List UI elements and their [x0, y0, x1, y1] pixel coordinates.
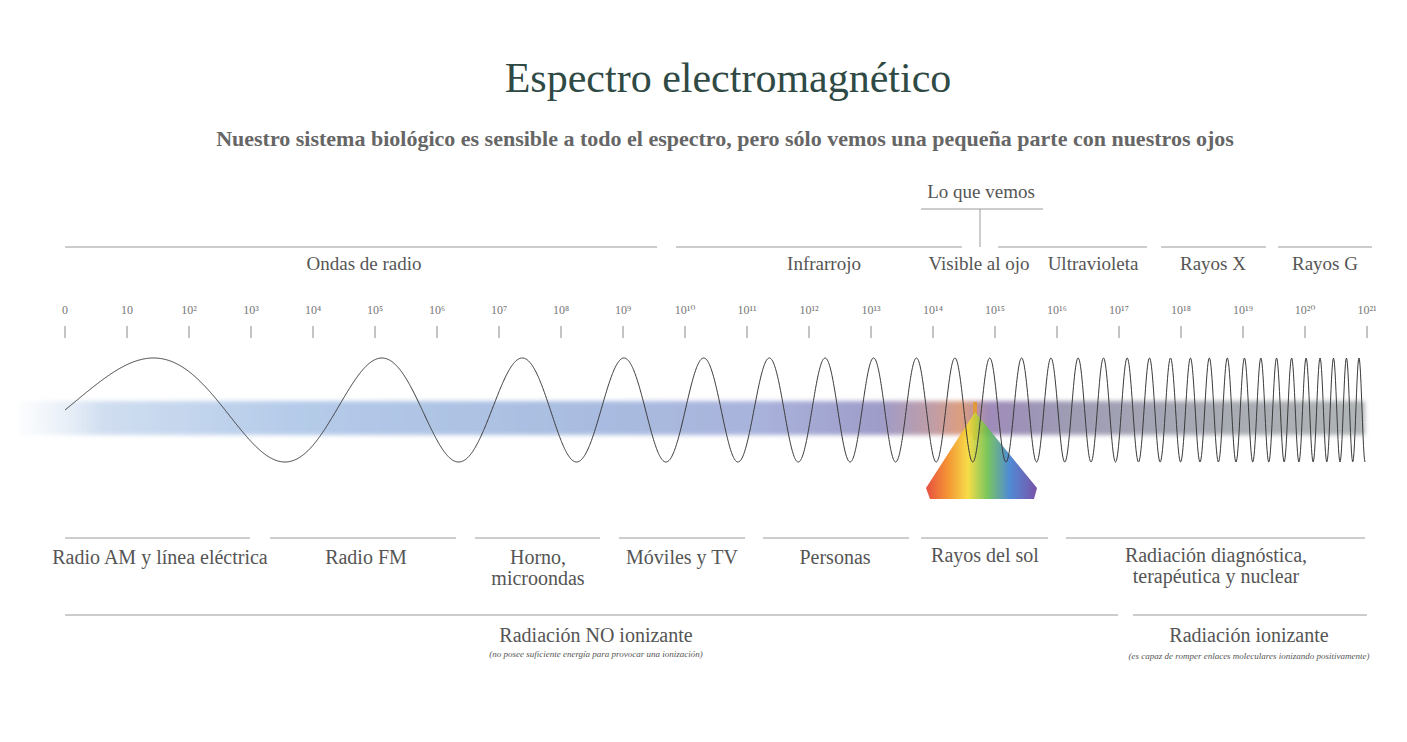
- axis-value: 10¹⁶: [1047, 304, 1067, 317]
- source-label: Personas: [799, 547, 870, 568]
- axis-tick: [1243, 326, 1244, 338]
- axis-tick: [65, 326, 66, 338]
- axis-value: 10²⁰: [1295, 304, 1315, 317]
- axis-value: 10⁹: [615, 304, 631, 317]
- subtitle: Nuestro sistema biológico es sensible a …: [216, 127, 1234, 150]
- band-label: Rayos X: [1180, 254, 1246, 274]
- band-label: Rayos G: [1292, 254, 1358, 274]
- axis-tick: [1057, 326, 1058, 338]
- source-label: Radio AM y línea eléctrica: [52, 547, 267, 568]
- axis-value: 10²¹: [1357, 304, 1376, 317]
- band-label: Ondas de radio: [306, 254, 421, 274]
- axis-tick: [1181, 326, 1182, 338]
- axis-tick: [499, 326, 500, 338]
- axis-tick: [127, 326, 128, 338]
- axis-value: 10¹⁵: [985, 304, 1005, 317]
- axis-tick: [995, 326, 996, 338]
- axis-value: 10⁶: [429, 304, 445, 317]
- source-label: Radio FM: [325, 547, 407, 568]
- axis-tick: [747, 326, 748, 338]
- axis-tick: [189, 326, 190, 338]
- class-label: Radiación ionizante: [1169, 625, 1328, 646]
- axis-tick: [375, 326, 376, 338]
- axis-tick: [437, 326, 438, 338]
- source-label: Rayos del sol: [931, 545, 1039, 566]
- axis-value: 10¹⁸: [1171, 304, 1191, 317]
- class-label: Radiación NO ionizante: [499, 625, 692, 646]
- axis-value: 10⁸: [553, 304, 569, 317]
- axis-tick: [1305, 326, 1306, 338]
- axis-value: 10¹³: [861, 304, 880, 317]
- source-label: Móviles y TV: [626, 547, 738, 568]
- axis-value: 10¹⁴: [923, 304, 943, 317]
- axis-tick: [1367, 326, 1368, 338]
- axis-tick: [251, 326, 252, 338]
- axis-value: 10⁷: [491, 304, 507, 317]
- axis-value: 10¹⁹: [1233, 304, 1253, 317]
- axis-value: 10: [121, 304, 133, 317]
- class-note: (es capaz de romper enlaces moleculares …: [1128, 652, 1369, 661]
- annotation-label: Lo que vemos: [927, 182, 1035, 202]
- axis-value: 10²: [181, 304, 197, 317]
- axis-tick: [313, 326, 314, 338]
- axis-value: 10¹⁰: [675, 304, 695, 317]
- source-label: Radiación diagnóstica, terapéutica y nuc…: [1091, 545, 1341, 587]
- axis-value: 10¹⁷: [1109, 304, 1129, 317]
- band-label: Visible al ojo: [928, 254, 1029, 274]
- class-note: (no posee suficiente energía para provoc…: [489, 650, 703, 659]
- axis-tick: [1119, 326, 1120, 338]
- source-label: Horno, microondas: [478, 547, 598, 589]
- axis-value: 10³: [243, 304, 259, 317]
- axis-value: 0: [62, 304, 68, 317]
- axis-value: 10¹¹: [737, 304, 756, 317]
- band-label: Ultravioleta: [1048, 254, 1139, 274]
- axis-tick: [561, 326, 562, 338]
- axis-tick: [623, 326, 624, 338]
- axis-tick: [933, 326, 934, 338]
- axis-value: 10¹²: [799, 304, 818, 317]
- axis-value: 10⁵: [367, 304, 383, 317]
- axis-tick: [685, 326, 686, 338]
- axis-tick: [809, 326, 810, 338]
- axis-tick: [871, 326, 872, 338]
- axis-value: 10⁴: [305, 304, 321, 317]
- title: Espectro electromagnético: [505, 56, 952, 100]
- band-label: Infrarrojo: [787, 254, 861, 274]
